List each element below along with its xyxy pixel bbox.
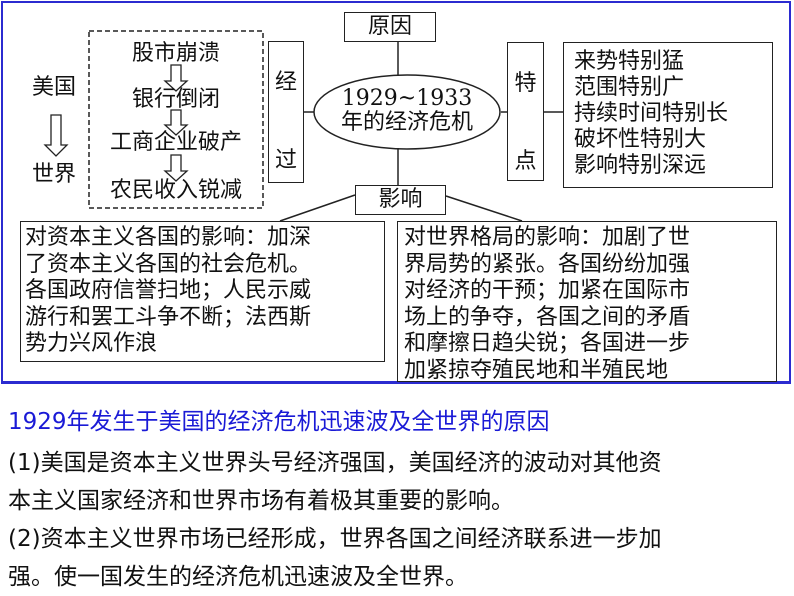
impact-world-line: 和摩擦日趋尖锐；各国进一步 — [404, 331, 691, 356]
feature-item: 范围特别广 — [574, 75, 685, 100]
impact-capitalist-line: 各国政府信誉扫地；人民示威 — [25, 278, 312, 303]
down-arrow-icon — [163, 154, 189, 182]
feature-item: 持续时间特别长 — [574, 101, 729, 126]
explanation-line: (2)资本主义世界市场已经形成，世界各国之间经济联系进一步加 — [8, 526, 662, 552]
impact-world-box: 对世界格局的影响：加剧了世 界局势的紧张。各国纷纷加强 对经济的干预；加紧在国际… — [397, 221, 777, 383]
impact-capitalist-line: 势力兴风作浪 — [25, 331, 158, 356]
features-label-char: 点 — [514, 149, 537, 174]
process-label-char: 过 — [274, 148, 297, 173]
explanation-line: 本主义国家经济和世界市场有着极其重要的影响。 — [8, 488, 514, 514]
impact-capitalist-line: 对资本主义各国的影响：加深 — [25, 225, 312, 250]
impact-capitalist-line: 游行和罢工斗争不断；法西斯 — [25, 304, 312, 330]
process-step: 股市崩溃 — [131, 41, 220, 66]
impact-world-line: 对经济的干预；加紧在国际市 — [404, 278, 691, 303]
center-ellipse — [313, 74, 501, 150]
explanation-line: (1)美国是资本主义世界头号经济强国，美国经济的波动对其他资 — [8, 450, 662, 476]
explanation-line: 强。使一国发生的经济危机迅速波及全世界。 — [8, 564, 468, 590]
features-box: 特 点 — [507, 42, 544, 181]
feature-item: 破坏性特别大 — [574, 127, 707, 152]
connector-impact-left — [279, 194, 356, 222]
center-title: 年的经济危机 — [340, 110, 473, 135]
impact-capitalist-line: 了资本主义各国的社会危机。 — [25, 251, 312, 277]
impact-box: 影响 — [355, 185, 446, 215]
feature-item: 来势特别猛 — [574, 49, 685, 74]
process-step: 工商企业破产 — [109, 130, 242, 155]
connector-impact-right — [445, 195, 523, 222]
process-box: 经 过 — [268, 41, 304, 183]
explanation-title: 1929年发生于美国的经济危机迅速波及全世界的原因 — [8, 409, 550, 435]
impact-world-line: 对世界格局的影响：加剧了世 — [404, 225, 691, 250]
impact-label: 影响 — [378, 187, 423, 212]
spread-from: 美国 — [32, 75, 77, 100]
down-arrow-icon — [43, 114, 69, 157]
process-label-char: 经 — [274, 70, 297, 95]
impact-capitalist-box: 对资本主义各国的影响：加深 了资本主义各国的社会危机。 各国政府信誉扫地；人民示… — [20, 221, 385, 362]
feature-item: 影响特别深远 — [574, 153, 707, 178]
features-list-box: 来势特别猛 范围特别广 持续时间特别长 破坏性特别大 影响特别深远 — [563, 42, 773, 188]
down-arrow-icon — [163, 109, 189, 136]
features-label-char: 特 — [514, 71, 537, 96]
center-year-range: 1929~1933 — [341, 86, 473, 111]
diagram-connectors — [43, 30, 563, 222]
spread-to: 世界 — [32, 162, 77, 187]
impact-world-line: 场上的争夺，各国之间的矛盾 — [404, 304, 691, 330]
cause-label: 原因 — [367, 14, 412, 39]
process-step: 银行倒闭 — [131, 87, 220, 112]
down-arrow-icon — [163, 64, 189, 92]
impact-world-line: 加紧掠夺殖民地和半殖民地 — [404, 357, 669, 383]
diagram-frame — [1, 1, 791, 384]
cause-box: 原因 — [344, 12, 436, 42]
impact-world-line: 界局势的紧张。各国纷纷加强 — [404, 251, 691, 277]
process-step: 农民收入锐减 — [109, 178, 242, 203]
